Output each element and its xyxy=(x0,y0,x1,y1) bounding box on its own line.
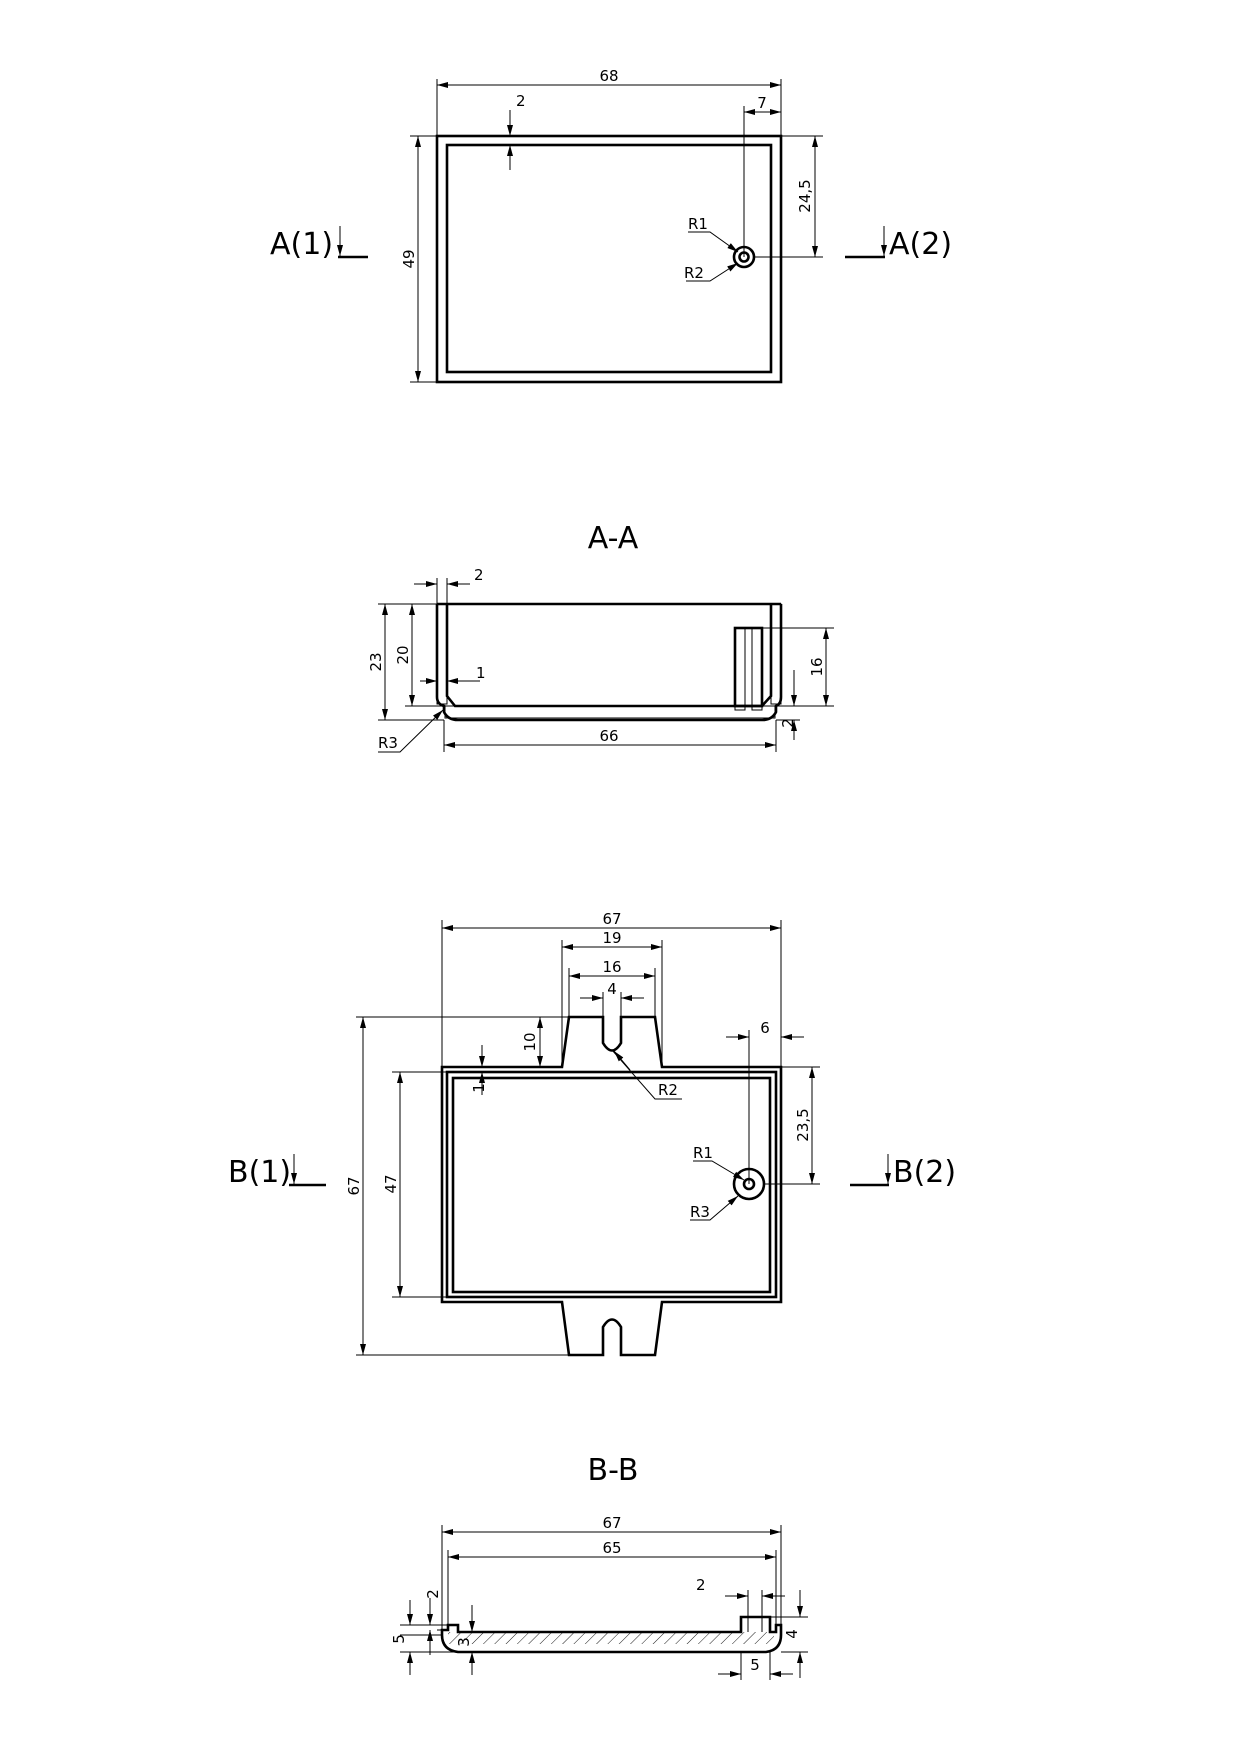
dim-a-2: 2 xyxy=(474,566,484,584)
dim-lid-47: 47 xyxy=(382,1174,400,1193)
lid-section-outline xyxy=(440,1615,783,1654)
dim-a-23: 23 xyxy=(367,652,385,671)
dim-b-pin-4: 4 xyxy=(783,1629,801,1639)
dim-lid-10: 10 xyxy=(521,1032,539,1051)
section-mark-a2: A(2) xyxy=(889,227,952,262)
dim-b-3: 3 xyxy=(455,1637,473,1647)
label-lid-r1: R1 xyxy=(693,1144,713,1162)
dim-a-16: 16 xyxy=(808,657,826,676)
section-a-a: A-A 2 23 20 1 16 xyxy=(367,521,834,753)
dim-24-5: 24,5 xyxy=(796,179,814,212)
dim-b-67: 67 xyxy=(602,1514,621,1532)
dim-68: 68 xyxy=(599,67,618,85)
boss-section xyxy=(733,626,764,708)
label-lid-r2: R2 xyxy=(658,1081,678,1099)
section-mark-b1: B(1) xyxy=(228,1155,291,1190)
section-b-b: B-B 67 65 2 5 3 xyxy=(390,1453,808,1680)
dim-b-65: 65 xyxy=(602,1539,621,1557)
dim-49: 49 xyxy=(400,249,418,268)
lid-rim-inner xyxy=(451,1076,772,1294)
dim-lid-67-vertical: 67 xyxy=(345,1176,363,1195)
lid-rim-outer xyxy=(445,1070,778,1299)
lid-outline xyxy=(440,1015,783,1357)
lid-view: 67 19 16 4 10 1 6 23 xyxy=(228,910,956,1357)
dim-a-floor-2: 2 xyxy=(779,718,797,728)
dim-b-5: 5 xyxy=(390,1634,408,1644)
label-lid-r3: R3 xyxy=(690,1203,710,1221)
dim-lid-67: 67 xyxy=(602,910,621,928)
dim-lid-19: 19 xyxy=(602,929,621,947)
dim-7: 7 xyxy=(757,94,767,112)
dim-b-pin-2: 2 xyxy=(696,1576,706,1594)
dim-wall-2: 2 xyxy=(516,92,526,110)
box-inner-outline xyxy=(445,143,773,374)
dim-b-lip-2: 2 xyxy=(424,1589,442,1599)
section-mark-b2: B(2) xyxy=(893,1155,956,1190)
box-section-outline xyxy=(435,602,783,722)
dim-a-20: 20 xyxy=(394,645,412,664)
dim-lid-6: 6 xyxy=(760,1019,770,1037)
section-b-title: B-B xyxy=(588,1453,639,1488)
box-outer-outline xyxy=(435,134,783,384)
label-r2: R2 xyxy=(684,264,704,282)
section-mark-a1: A(1) xyxy=(270,227,333,262)
dim-a-1: 1 xyxy=(476,664,486,682)
dim-a-66: 66 xyxy=(599,727,618,745)
dim-lid-1: 1 xyxy=(470,1083,488,1093)
section-a-title: A-A xyxy=(588,521,639,556)
label-a-r3: R3 xyxy=(378,734,398,752)
label-r1: R1 xyxy=(688,215,708,233)
dim-lid-23-5: 23,5 xyxy=(794,1108,812,1141)
dim-lid-16: 16 xyxy=(602,958,621,976)
dim-lid-4: 4 xyxy=(607,980,617,998)
top-view: 68 2 7 24,5 49 R1 R2 A(1) A(2) xyxy=(270,67,952,384)
dim-b-pin-base-5: 5 xyxy=(750,1656,760,1674)
